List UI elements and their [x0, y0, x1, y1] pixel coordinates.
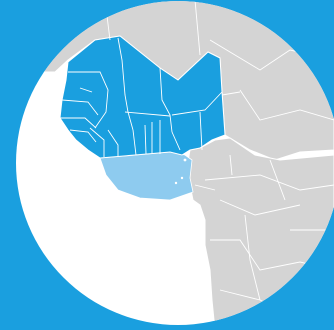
island-sao-tome: [174, 181, 178, 185]
country-borders-other: [104, 1, 334, 321]
island-principe: [180, 176, 184, 180]
country-borders: [60, 37, 223, 157]
island-bioko: [183, 158, 187, 162]
west-africa-region[interactable]: [59, 35, 226, 159]
